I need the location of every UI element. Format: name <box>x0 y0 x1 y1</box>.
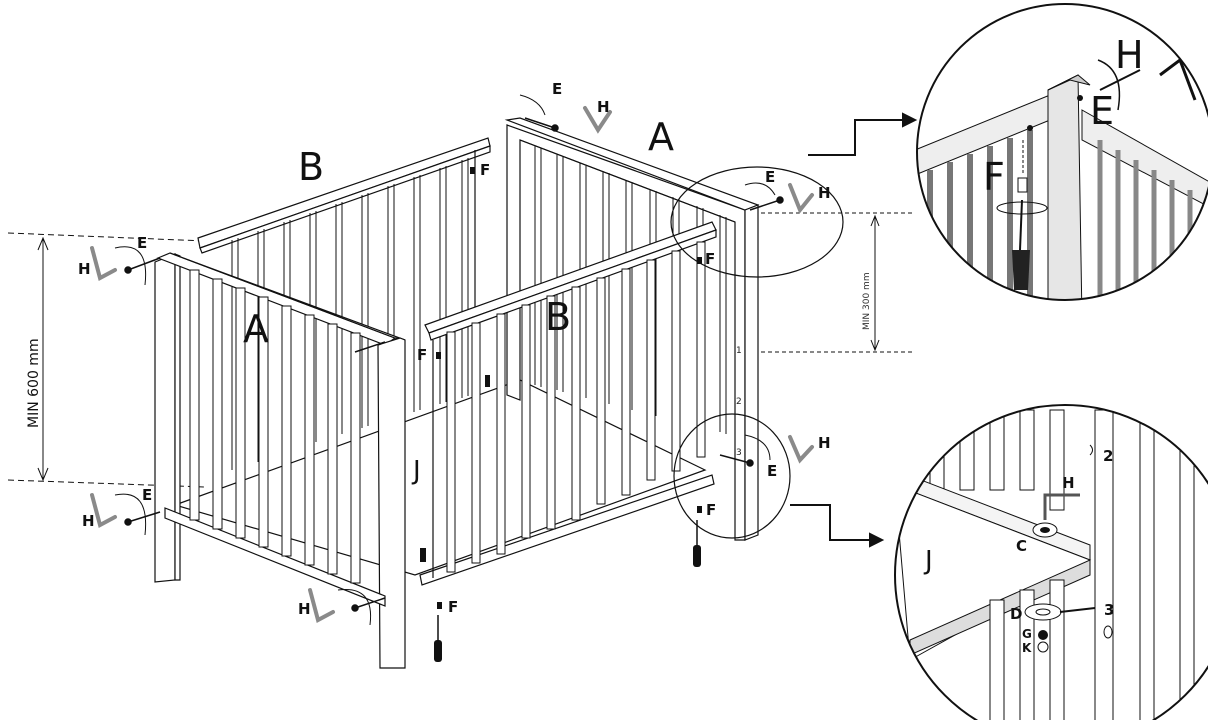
label-e-4: E <box>765 168 776 186</box>
rotation-arrows <box>114 94 776 626</box>
cam-nut-f-markers <box>420 167 702 609</box>
label-f-4: F <box>448 598 459 616</box>
label-j-main: J <box>413 456 421 486</box>
detail-bottom-label-k: K <box>1022 641 1032 655</box>
detail-view-bottom <box>894 404 1208 720</box>
panel-a-front-slats <box>189 269 361 584</box>
panel-a-back <box>504 117 760 541</box>
panel-b-front-slats <box>446 241 706 573</box>
panel-b-front <box>419 221 717 586</box>
detail-view-top <box>916 3 1208 301</box>
label-h-2: H <box>82 512 95 530</box>
height-mark-1: 1 <box>736 346 742 356</box>
detail-bottom-label-h: H <box>1062 474 1075 492</box>
label-f-1: F <box>480 161 491 179</box>
detail-bottom-label-g: G <box>1022 627 1032 641</box>
detail-top-label-f: F <box>983 155 1005 199</box>
height-mark-2: 2 <box>736 397 742 407</box>
label-f-3: F <box>417 346 428 364</box>
label-f-5: F <box>706 501 717 519</box>
label-e-3: E <box>552 80 563 98</box>
detail-bottom-label-c: C <box>1016 537 1028 555</box>
label-a-front: A <box>243 307 269 351</box>
detail-top-label-h: H <box>1115 33 1144 77</box>
detail-top-label-e: E <box>1090 89 1115 133</box>
label-h-5: H <box>818 184 831 202</box>
panel-b-back <box>197 137 491 395</box>
label-b-front: B <box>545 295 572 339</box>
leader-arrows <box>790 112 918 548</box>
label-b-back: B <box>298 145 325 189</box>
detail-bottom-mark-2: 2 <box>1103 447 1114 465</box>
detail-bottom-label-d: D <box>1010 605 1023 623</box>
panel-a-front <box>154 252 406 669</box>
detail-bottom-mark-3: 3 <box>1104 601 1115 619</box>
label-h-3: H <box>298 600 311 618</box>
bolts-e <box>124 117 784 612</box>
dimension-min600-label: MIN 600 mm <box>26 338 42 428</box>
hex-key-hooks <box>90 106 814 623</box>
label-h-6: H <box>818 434 831 452</box>
label-a-back: A <box>648 115 674 159</box>
detail-bottom-label-j: J <box>925 546 933 576</box>
label-h-1: H <box>78 260 91 278</box>
label-f-2: F <box>705 250 716 268</box>
label-e-5: E <box>767 462 778 480</box>
label-h-4: H <box>597 98 610 116</box>
dimension-min300 <box>740 212 915 353</box>
height-mark-3: 3 <box>736 448 742 458</box>
label-e-1: E <box>137 234 148 252</box>
label-e-2: E <box>142 486 153 504</box>
dimension-min300-label: MIN 300 mm <box>862 272 872 330</box>
screwdriver-icons <box>434 520 701 662</box>
detail-callout-circles <box>670 166 844 539</box>
